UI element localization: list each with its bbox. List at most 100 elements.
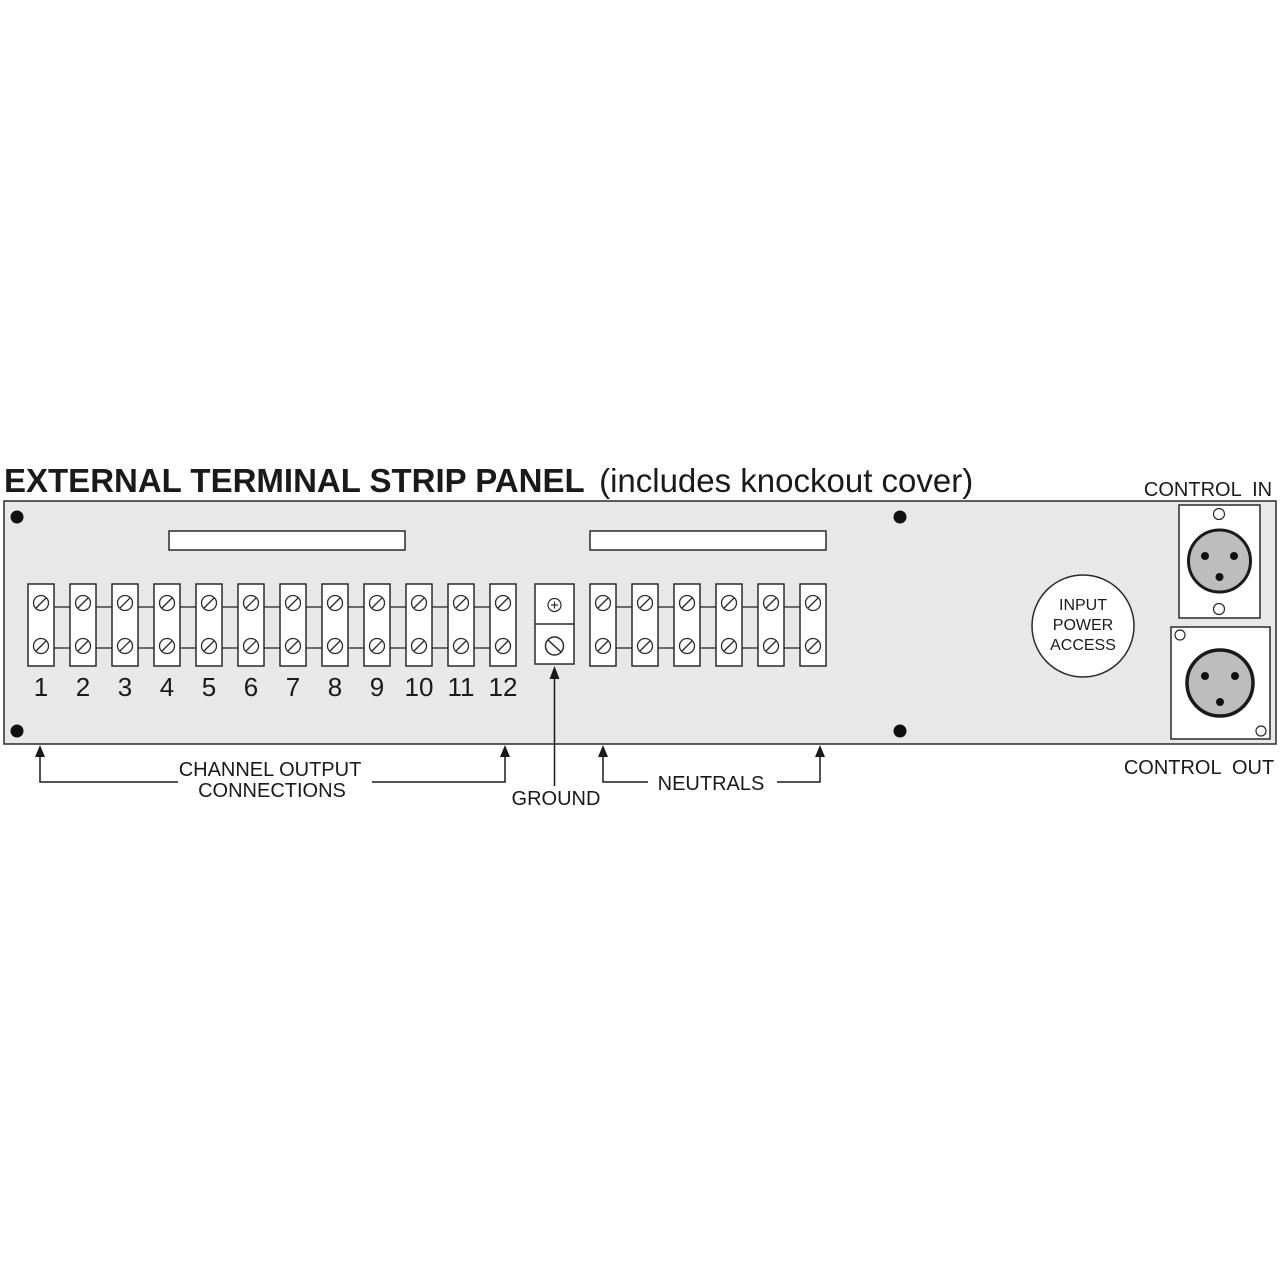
channel-terminal-2[interactable] [69,583,97,667]
terminal-screw-icon [200,637,218,655]
channel-number-label: 12 [489,672,518,702]
control-out-label: CONTROL OUT [1124,757,1274,779]
terminal-screw-icon [284,637,302,655]
channel-number-label: 8 [328,672,342,702]
neutral-terminal-5[interactable] [757,583,785,667]
channel-number-label: 6 [244,672,258,702]
input-power-line3: ACCESS [1050,637,1116,654]
xlr-pin-icon [1201,552,1209,560]
mounting-screw-icon [893,724,907,738]
input-power-line2: POWER [1053,617,1113,634]
terminal-screw-icon [158,637,176,655]
terminal-screw-icon [242,594,260,612]
channel-terminal-block [27,583,517,667]
input-power-access[interactable]: INPUT POWER ACCESS [1031,574,1135,678]
mounting-screw-icon [10,510,24,524]
terminal-screw-icon [284,594,302,612]
terminal-screw-icon [74,594,92,612]
xlr-pin-icon [1230,552,1238,560]
terminal-screw-icon [720,637,738,655]
terminal-screw-icon [494,637,512,655]
xlr-pin-icon [1216,698,1224,706]
ground-label: GROUND [512,788,601,810]
channel-output-label-line1: CHANNEL OUTPUT [179,759,362,781]
terminal-screw-icon [158,594,176,612]
channel-number-label: 3 [118,672,132,702]
mounting-screw-icon [10,724,24,738]
neutral-label-strip [589,530,827,551]
terminal-screw-icon [452,637,470,655]
ground-screw-icon [544,636,565,656]
control-in-label: CONTROL IN [1144,479,1272,501]
channel-terminal-11[interactable] [447,583,475,667]
channel-terminal-7[interactable] [279,583,307,667]
terminal-screw-icon [636,594,654,612]
channel-terminal-4[interactable] [153,583,181,667]
channel-number-label: 4 [160,672,174,702]
channel-terminal-1[interactable] [27,583,55,667]
terminal-screw-icon [200,594,218,612]
terminal-screw-icon [594,637,612,655]
neutral-terminal-2[interactable] [631,583,659,667]
channel-terminal-3[interactable] [111,583,139,667]
neutral-terminal-1[interactable] [589,583,617,667]
terminal-screw-icon [242,637,260,655]
control-out-xlr-connector[interactable] [1170,626,1271,740]
channel-number-label: 11 [448,672,475,702]
neutral-terminal-6[interactable] [799,583,827,667]
channel-terminal-8[interactable] [321,583,349,667]
xlr-pin-icon [1215,573,1224,581]
terminal-screw-icon [326,594,344,612]
terminal-screw-icon [368,594,386,612]
mounting-hole-icon [1174,629,1186,641]
channel-terminal-9[interactable] [363,583,391,667]
channel-number-label: 2 [76,672,90,702]
terminal-screw-icon [116,594,134,612]
channel-terminal-10[interactable] [405,583,433,667]
mounting-screw-icon [893,510,907,524]
channel-number-label: 9 [370,672,384,702]
terminal-screw-icon [410,637,428,655]
terminal-screw-icon [678,594,696,612]
terminal-screw-icon [74,637,92,655]
terminal-screw-icon [762,594,780,612]
xlr-pin-icon [1231,672,1239,680]
mounting-hole-icon [1212,507,1226,521]
mounting-hole-icon [1212,602,1226,616]
neutral-terminal-block [589,583,827,667]
terminal-screw-icon [32,637,50,655]
channel-terminal-6[interactable] [237,583,265,667]
terminal-screw-icon [494,594,512,612]
channel-output-callout: CHANNEL OUTPUT CONNECTIONS [35,745,510,802]
terminal-screw-icon [804,637,822,655]
arrow-up-icon [549,666,560,679]
neutrals-callout: NEUTRALS [598,745,825,795]
terminal-screw-icon [32,594,50,612]
panel-title-bold: EXTERNAL TERMINAL STRIP PANEL [4,462,585,499]
channel-number-label: 1 [34,672,48,702]
channel-label-strip [168,530,406,551]
terminal-screw-icon [452,594,470,612]
terminal-screw-icon [326,637,344,655]
control-in-xlr-connector[interactable] [1178,504,1261,619]
arrow-up-icon [815,745,825,757]
panel-title-note: (includes knockout cover) [599,462,973,499]
mounting-hole-icon [1255,725,1267,737]
arrow-up-icon [500,745,510,757]
ground-terminal[interactable] [534,583,575,665]
channel-terminal-12[interactable] [489,583,517,667]
channel-output-label-line2: CONNECTIONS [198,780,346,802]
terminal-screw-icon [410,594,428,612]
neutral-terminal-3[interactable] [673,583,701,667]
channel-number-label: 10 [405,672,434,702]
channel-number-label: 5 [202,672,216,702]
channel-terminal-5[interactable] [195,583,223,667]
terminal-screw-icon [116,637,134,655]
terminal-screw-icon [720,594,738,612]
terminal-screw-icon [678,637,696,655]
xlr-pin-icon [1201,672,1209,680]
neutral-terminal-4[interactable] [715,583,743,667]
arrow-up-icon [35,745,45,757]
